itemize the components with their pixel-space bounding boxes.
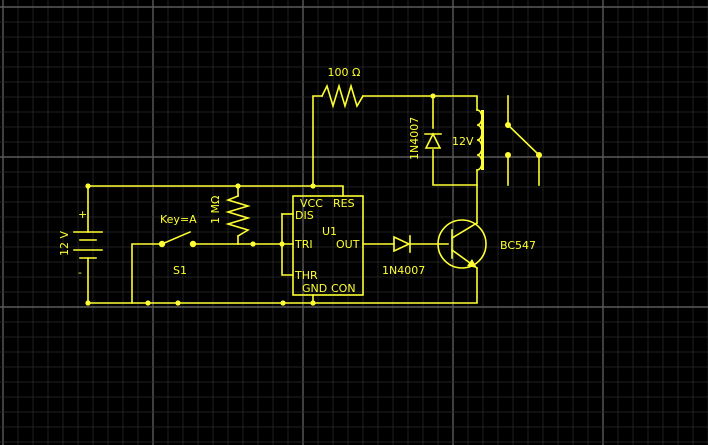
transistor-body	[437, 219, 487, 269]
junction-dot	[85, 300, 91, 306]
diode-d2-label: 1N4007	[382, 264, 425, 277]
resistor-r1-zigzag	[320, 83, 365, 109]
junction-dot	[85, 183, 91, 189]
transistor-emitter-arrow	[467, 259, 477, 268]
resistor-r2-zigzag	[225, 194, 251, 238]
battery: + - 12 V	[58, 208, 103, 279]
wire-r1-to-relay	[362, 95, 478, 111]
switch-terminal-right	[189, 240, 197, 248]
timer-pin-con: CON	[331, 282, 356, 295]
resistor-100-ohm: 100 Ω	[320, 66, 365, 109]
timer-pin-gnd: GND	[302, 282, 327, 295]
timer-pin-dis: DIS	[295, 209, 314, 222]
resistor-1-megaohm: 1 MΩ	[209, 194, 251, 238]
timer-pin-out: OUT	[336, 238, 360, 251]
resistor-r2-label: 1 MΩ	[209, 196, 222, 224]
transistor-label: BC547	[500, 239, 536, 252]
transistor-collector	[450, 221, 479, 240]
resistor-r1-label: 100 Ω	[328, 66, 361, 79]
wires	[87, 95, 478, 304]
wire-left-top	[87, 185, 344, 197]
transistor-bc547: BC547	[437, 219, 536, 270]
switch-blade	[160, 230, 192, 246]
timer-u1: VCC RES DIS U1 TRI OUT THR GND CON	[292, 195, 364, 296]
wire-thr	[281, 213, 294, 276]
timer-pin-res: RES	[333, 197, 355, 210]
battery-plus: +	[78, 208, 87, 221]
junction-dot	[280, 300, 286, 306]
relay-pivot	[505, 122, 511, 128]
junction-dot	[235, 183, 241, 189]
timer-name: U1	[322, 225, 337, 238]
diode-d1-label: 1N4007	[408, 117, 421, 160]
diode-d2-triangle	[393, 235, 411, 253]
wire-diode-bottom	[432, 149, 478, 186]
junction-dot	[250, 241, 256, 247]
switch-s1: Key=A S1	[158, 213, 197, 277]
timer-pin-thr: THR	[294, 269, 318, 282]
junctions	[85, 93, 542, 306]
junction-dot	[145, 300, 151, 306]
relay-contact-dot	[505, 152, 511, 158]
switch-key-label: Key=A	[160, 213, 197, 226]
battery-label: 12 V	[58, 231, 71, 256]
wire-bottom-rail	[87, 267, 478, 304]
diode-d1: 1N4007	[408, 117, 442, 160]
junction-dot	[430, 93, 436, 99]
relay-core	[481, 110, 484, 170]
timer-pin-vcc: VCC	[300, 197, 323, 210]
wire-top-rail	[312, 95, 323, 187]
timer-u1-body	[292, 195, 364, 296]
relay-contact-dot	[536, 152, 542, 158]
junction-dot	[279, 241, 285, 247]
diode-d1-triangle	[424, 132, 442, 149]
diode-d2: 1N4007	[382, 235, 425, 277]
battery-minus: -	[78, 266, 82, 279]
junction-dot	[310, 183, 316, 189]
timer-pin-tri: TRI	[294, 238, 313, 251]
junction-dot	[310, 300, 316, 306]
relay-coil	[476, 109, 483, 171]
wire-switch-left	[131, 243, 163, 304]
relay: 12V	[452, 95, 541, 186]
junction-dot	[175, 300, 181, 306]
relay-contact-arm	[506, 123, 541, 157]
switch-name-label: S1	[173, 264, 187, 277]
relay-label: 12V	[452, 135, 474, 148]
